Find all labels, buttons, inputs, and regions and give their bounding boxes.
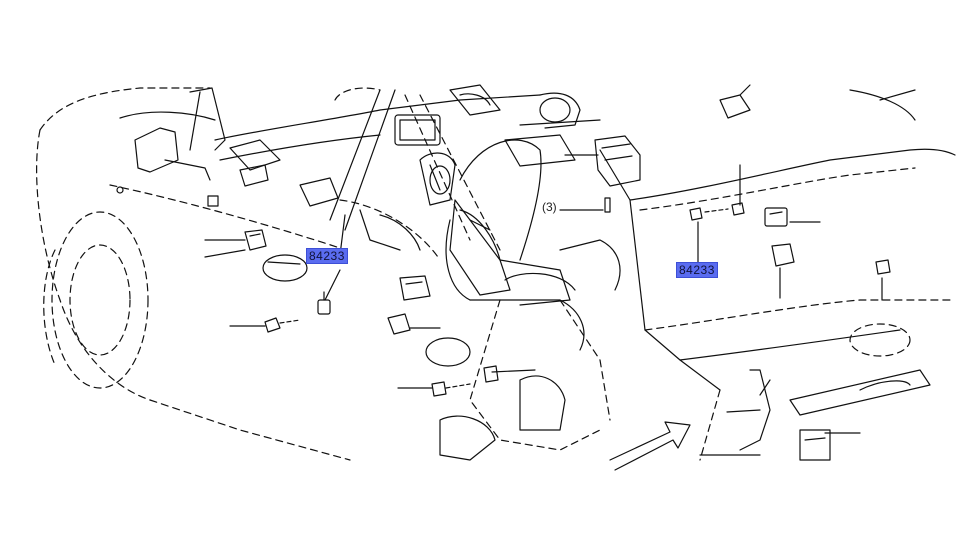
- direction-arrow: [609, 421, 691, 471]
- rear-body: [599, 84, 956, 461]
- part-callout-84233-right[interactable]: 84233: [676, 262, 718, 278]
- part-callout-84233-left[interactable]: 84233: [306, 248, 348, 264]
- door-switch-parts-left: [244, 229, 499, 397]
- front-seat: [439, 139, 621, 461]
- leader-lines: [204, 154, 883, 434]
- center-console: [339, 152, 576, 306]
- front-wheel: [43, 211, 149, 389]
- dashboard: [214, 84, 601, 207]
- door-switch-parts-right: [594, 135, 891, 275]
- quantity-label: (3): [542, 200, 557, 214]
- a-pillar: [189, 87, 501, 251]
- car-body-outline: [36, 87, 351, 461]
